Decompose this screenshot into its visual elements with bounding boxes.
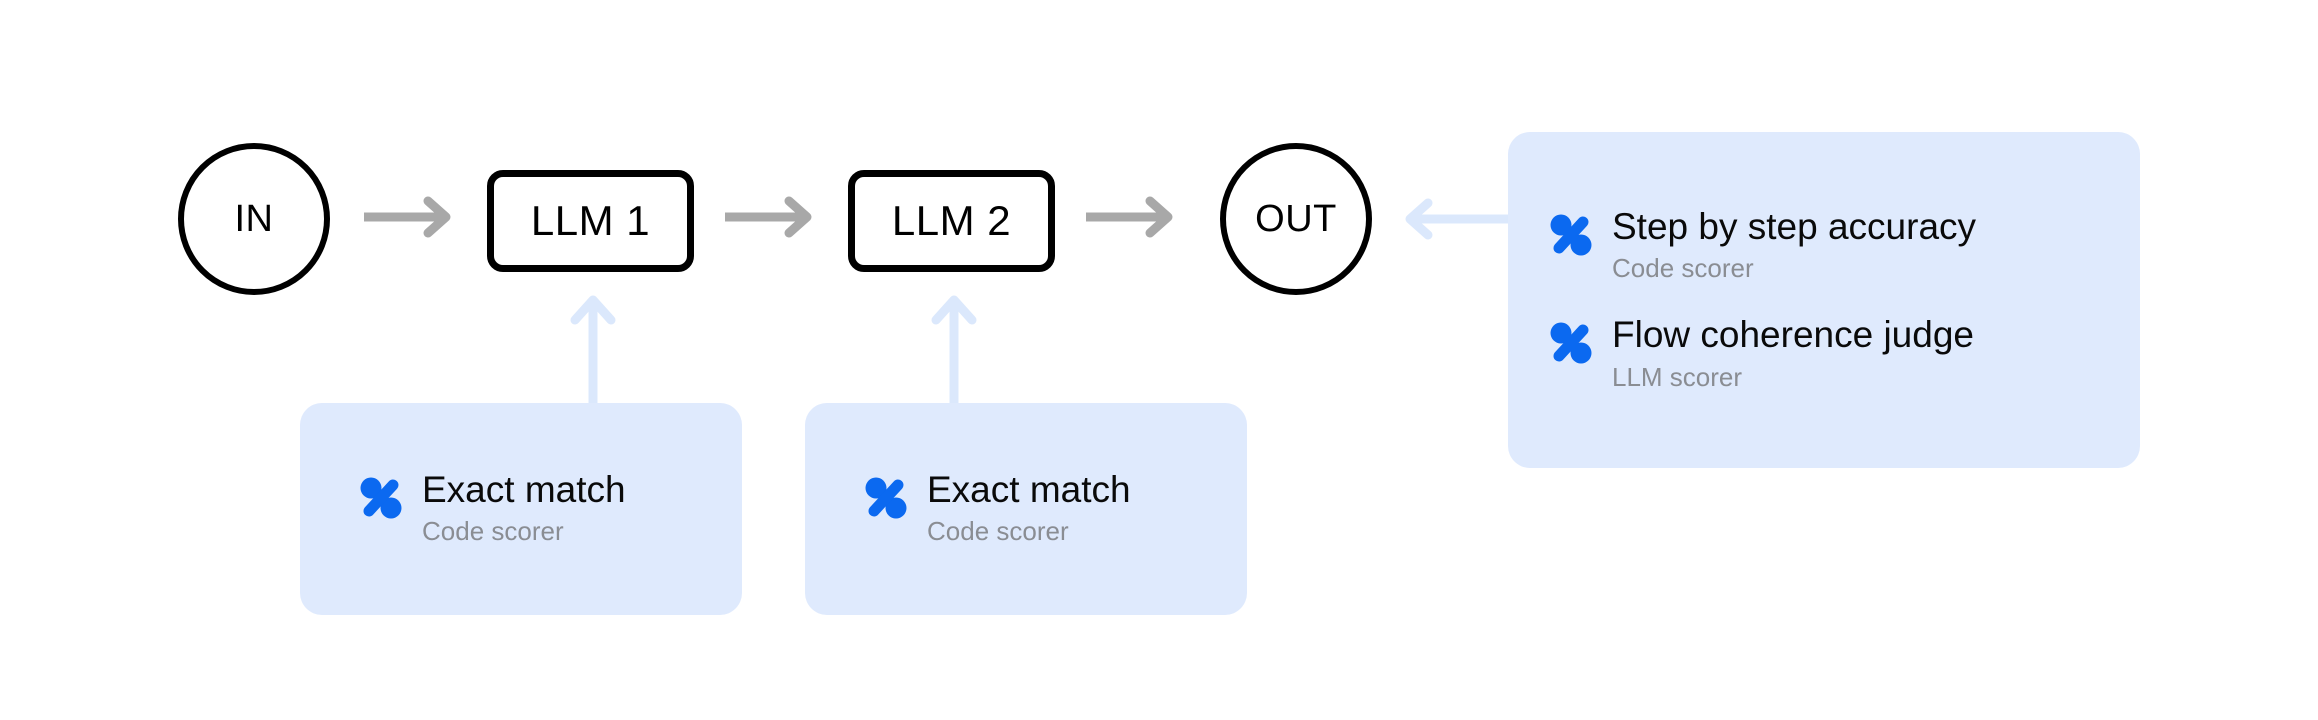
scorer-name: Exact match [422, 468, 626, 510]
scorer-name: Step by step accuracy [1612, 205, 1977, 247]
node-out-label: OUT [1255, 198, 1337, 240]
edge-llm2-to-out [1086, 195, 1182, 239]
node-in-label: IN [234, 198, 274, 240]
node-out[interactable]: OUT [1220, 143, 1372, 295]
edge-card2-to-llm2 [924, 288, 984, 414]
percent-icon [1548, 212, 1594, 258]
scorer-text: Exact match Code scorer [927, 469, 1131, 549]
scorer-panel-out[interactable]: Step by step accuracy Code scorer Flow c… [1508, 132, 2140, 468]
scorer-item[interactable]: Step by step accuracy Code scorer [1548, 206, 2140, 286]
edge-llm1-to-llm2 [725, 195, 821, 239]
edge-card1-to-llm1 [563, 288, 623, 414]
scorer-type: Code scorer [1612, 253, 1754, 284]
scorer-text: Exact match Code scorer [422, 469, 626, 549]
scorer-text: Step by step accuracy Code scorer [1612, 206, 1976, 286]
scorer-card-llm1[interactable]: Exact match Code scorer [300, 403, 742, 615]
percent-icon [1548, 320, 1594, 366]
scorer-name: Exact match [927, 468, 1131, 510]
node-llm2-label: LLM 2 [891, 197, 1012, 244]
percent-icon [358, 475, 404, 521]
scorer-item[interactable]: Exact match Code scorer [805, 469, 1247, 549]
scorer-item[interactable]: Flow coherence judge LLM scorer [1548, 314, 2140, 394]
edge-in-to-llm1 [364, 195, 460, 239]
node-llm1-label: LLM 1 [530, 197, 651, 244]
scorer-type: LLM scorer [1612, 361, 1743, 392]
scorer-type: Code scorer [422, 516, 564, 547]
percent-icon [863, 475, 909, 521]
scorer-name: Flow coherence judge [1612, 314, 1974, 355]
node-in[interactable]: IN [178, 143, 330, 295]
scorer-text: Flow coherence judge LLM scorer [1612, 314, 1974, 394]
scorer-item[interactable]: Exact match Code scorer [300, 469, 742, 549]
scorer-card-llm2[interactable]: Exact match Code scorer [805, 403, 1247, 615]
node-llm2[interactable]: LLM 2 [848, 170, 1055, 272]
edge-panel-to-out [1398, 197, 1518, 241]
node-llm1[interactable]: LLM 1 [487, 170, 694, 272]
scorer-type: Code scorer [927, 516, 1069, 547]
